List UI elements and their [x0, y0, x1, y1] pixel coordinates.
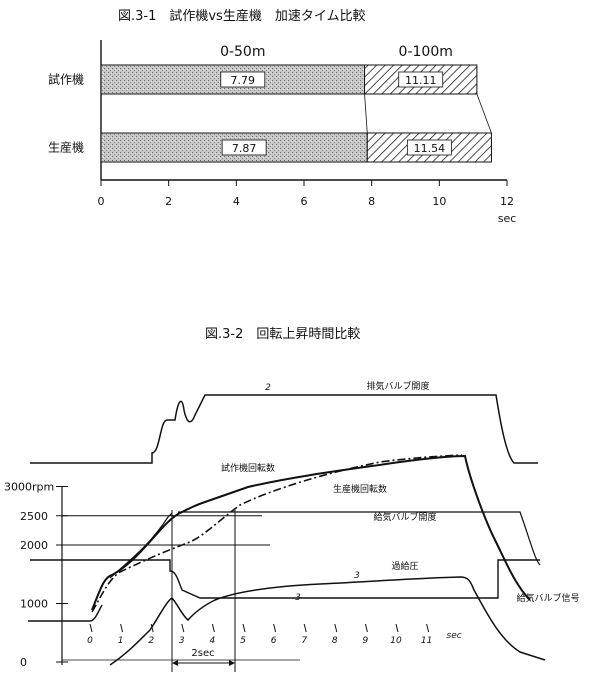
x-tick-label: 0 — [98, 195, 105, 208]
trace-exhaust-valve-opening — [30, 394, 538, 464]
y-tick-label: 1000 — [20, 598, 48, 611]
time-tick-label: 3 — [179, 636, 185, 646]
data-label-0-50m: 7.87 — [232, 142, 257, 155]
chart1-bars: 0-50m 0-100m 試作機 7.79 11.11 生産機 7.87 11.54 — [48, 40, 492, 180]
time-tick-label: 6 — [271, 636, 277, 646]
interval-label: 2sec — [191, 648, 214, 659]
time-tick-label: 1 — [118, 636, 124, 646]
trace-label: 排気バルブ開度 — [366, 380, 429, 392]
time-tick-label: 5 — [240, 636, 246, 646]
trace-label: 給気バルブ信号 — [516, 592, 579, 604]
y-tick-label: 2000 — [20, 539, 48, 552]
trace-boost-pressure — [109, 576, 546, 666]
connector-line-0-100m — [476, 93, 492, 134]
time-unit-label: sec — [447, 631, 462, 641]
time-tick-label: 7 — [301, 636, 307, 646]
time-tick-label: 2 — [148, 636, 154, 646]
data-label-box — [220, 71, 266, 88]
time-tick-label: 4 — [210, 636, 216, 646]
time-tick-mark — [303, 623, 307, 633]
chart1-x-axis: 0 2 4 6 8 10 12 sec — [98, 179, 517, 225]
chart2-title: 図.3-2 回転上昇時間比較 — [205, 327, 360, 342]
connector-line-0-50m — [364, 93, 368, 134]
x-tick-label: 12 — [500, 195, 514, 208]
time-tick-mark — [120, 623, 124, 633]
interval-arrowhead-right — [229, 660, 235, 666]
time-tick-mark — [181, 623, 185, 633]
time-tick-label: 0 — [87, 636, 93, 646]
chart2-traces — [28, 394, 546, 666]
time-tick-mark — [426, 623, 430, 633]
time-tick-label: 8 — [332, 636, 338, 646]
time-tick-mark — [334, 623, 338, 633]
trace-tag-3b: 3 — [354, 571, 360, 581]
time-tick-mark — [242, 623, 246, 633]
x-unit-label: sec — [498, 212, 517, 225]
trace-tag-2: 2 — [265, 383, 271, 393]
chart1-title: 図.3-1 試作機vs生産機 加速タイム比較 — [118, 8, 366, 24]
time-tick-mark — [395, 623, 399, 633]
trace-tag-3: 3 — [295, 593, 301, 603]
data-label-box — [406, 139, 452, 156]
category-label: 試作機 — [48, 72, 84, 87]
trace-label: 給気バルブ開度 — [373, 511, 436, 523]
x-tick-label: 6 — [301, 195, 308, 208]
y-tick-label: 0 — [20, 656, 27, 669]
acceleration-time-bar-chart: 図.3-1 試作機vs生産機 加速タイム比較 0-50m 0-100m 試作機 7.7… — [48, 8, 516, 225]
trace-label: 過給圧 — [391, 560, 418, 572]
time-tick-mark — [211, 623, 215, 633]
time-tick-label: 11 — [421, 636, 432, 646]
data-label-box — [221, 139, 267, 156]
trace-production-rpm — [91, 454, 463, 613]
time-tick-mark — [273, 623, 277, 633]
data-label-0-100m: 11.11 — [405, 74, 437, 87]
x-tick-label: 10 — [432, 195, 446, 208]
time-tick-label: 10 — [390, 636, 402, 646]
y-tick-label: 2500 — [20, 510, 48, 523]
trace-intake-valve-signal — [30, 559, 540, 599]
x-tick-label: 4 — [233, 195, 240, 208]
time-tick-mark — [89, 623, 93, 633]
trace-label: 試作機回転数 — [221, 462, 275, 474]
x-tick-label: 8 — [368, 195, 375, 208]
rpm-rise-line-chart: 図.3-2 回転上昇時間比較 0 1000 2000 2500 3000rpm 0 1 2 3 4… — [4, 327, 580, 672]
category-label: 生産機 — [48, 140, 84, 155]
segment-label-0-50m: 0-50m — [220, 44, 265, 60]
trace-intake-valve-opening — [178, 511, 541, 566]
time-tick-label: 9 — [363, 636, 369, 646]
data-label-box — [398, 71, 444, 88]
time-tick-mark — [364, 623, 368, 633]
chart2-axes: 0 1000 2000 2500 3000rpm 0 1 2 3 4 5 6 7 8 9 10 11 sec 2se… — [4, 481, 462, 672]
x-tick-label: 2 — [165, 195, 172, 208]
trace-label: 生産機回転数 — [333, 483, 387, 495]
y-tick-label: 3000rpm — [4, 481, 54, 494]
data-label-0-100m: 11.54 — [414, 142, 446, 155]
trace-intake-valve-opening-rise — [109, 512, 173, 579]
interval-arrowhead-left — [172, 660, 178, 666]
segment-label-0-100m: 0-100m — [399, 44, 453, 60]
trace-idle-baseline — [28, 604, 103, 622]
data-label-0-50m: 7.79 — [231, 74, 256, 87]
